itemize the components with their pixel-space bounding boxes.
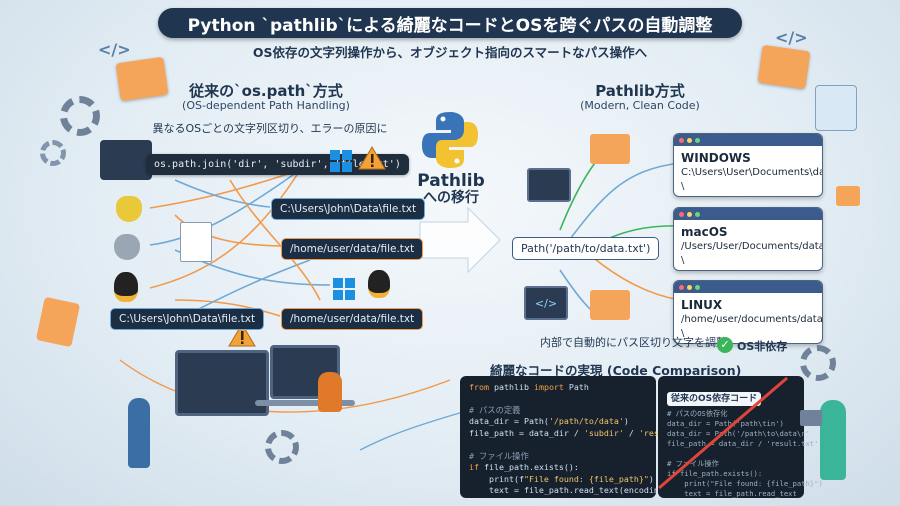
windows-logo-icon [330,150,352,172]
os-path-windows-tail: \ [681,180,685,192]
person-standing [128,398,150,468]
path-windows-2: C:\Users\John\Data\file.txt [110,308,265,330]
folder-icon-small-right [836,186,860,206]
code-token: from [469,382,494,392]
pathlib-migration-label: Pathlib への移行 [405,172,497,206]
left-subheading: (OS-dependent Path Handling) [182,99,350,112]
code-token: file_path.exists(): [484,462,579,473]
folder-icon-right-2 [590,290,630,320]
tablet-icon [800,410,822,426]
macos-logo-icon [116,196,142,222]
code-token: ) [648,473,654,484]
os-name-macos: macOS [681,225,728,239]
macos-window: macOS /Users/User/Documents/data.txt \ [673,207,823,271]
pathlib-label-line1: Pathlib [417,171,485,191]
pathlib-code-block: from pathlib import Path # パスの定義 data_di… [460,376,709,498]
code-token: file_path = data_dir / [469,427,584,438]
code-token: / [623,427,639,438]
code-token: "File found: {file_path}" [523,473,649,484]
file-document-icon [180,222,212,262]
title-banner: Python `pathlib`による綺麗なコードとOSを跨ぐパスの自動調整 [158,8,742,38]
linux-tux-icon-2 [368,270,390,298]
warning-icon [358,146,386,170]
warning-icon-2 [228,323,256,347]
desk [255,400,355,406]
subtitle: OS依存の文字列操作から、オブジェクト指向のスマートなパス操作へ [252,45,648,60]
code-window-icon-right: </> [524,286,568,320]
linux-window: LINUX /home/user/documents/data.txt \ [673,280,823,344]
path-windows-1: C:\Users\John\Data\file.txt [271,198,426,220]
left-heading: 従来の`os.path`方式 [189,82,343,100]
os-name-linux: LINUX [681,298,723,312]
apple-logo-icon [114,234,140,260]
code-token: ) [623,416,629,427]
os-path-linux-tail: \ [681,327,685,339]
os-path-windows: C:\Users\User\Documents\data.txt [681,167,822,179]
folder-icon-top-right [757,44,811,90]
code-token: # パスの定義 [469,404,521,415]
python-logo-icon [422,112,478,168]
monitor-icon [175,350,269,416]
path-constructor-code: Path('/path/to/data.txt') [512,237,660,260]
right-subheading: (Modern, Clean Code) [580,99,700,112]
path-unix-1: /home/user/data/file.txt [281,238,424,260]
right-heading: Pathlib方式 [595,82,685,100]
os-independent-label: OS非依存 [737,340,788,353]
code-token: '/path/to/data' [548,416,624,427]
code-token: if [469,462,484,473]
person-sitting [318,372,342,412]
code-token: text = file_path.read_text(encoding= [469,484,669,495]
os-name-windows: WINDOWS [681,151,751,165]
gear-icon-bottom [265,430,299,464]
code-token: pathlib [493,382,534,392]
windows-os-window: WINDOWS C:\Users\User\Documents\data.txt… [673,133,823,197]
check-icon: ✓ [717,337,733,353]
gear-icon [60,96,100,136]
code-token: # ファイル操作 [469,450,529,461]
code-token: print(f [469,473,524,484]
code-token: data_dir = Path( [469,416,549,427]
folder-icon-right [590,134,630,164]
person-with-tablet [820,400,846,480]
pathlib-label-line2: への移行 [423,189,479,206]
auto-separator-note: 内部で自動的にパス区切り文字を調整 [540,336,727,349]
code-card-icon [815,85,857,131]
path-unix-2: /home/user/data/file.txt [281,308,424,330]
computer-icon [527,168,571,202]
folder-icon [115,56,169,102]
os-path-macos: /Users/User/Documents/data.txt [681,241,823,253]
left-note: 異なるOSごとの文字列区切り、エラーの原因に [152,122,388,135]
code-tag-icon-right: </> [775,28,808,47]
code-window-icon [100,140,152,180]
os-path-linux: /home/user/documents/data.txt [681,314,823,326]
code-token: import [533,382,569,392]
code-token: 'subdir' [583,427,624,438]
gear-icon-right [800,345,836,381]
linux-tux-icon [114,272,138,302]
legacy-code-block: 従来のOS依存コード # パスのOS依存化 data_dir = Path('p… [658,376,823,498]
code-tag-icon: </> [98,40,131,59]
strike-through-mark [658,376,788,490]
legacy-code-text: # パスのOS依存化 data_dir = Path('path\tin') d… [667,409,823,498]
windows-logo-icon-2 [333,278,355,300]
comparison-heading: 綺麗なコードの実現 (Code Comparison) [490,363,742,378]
code-token: Path [568,382,589,392]
legacy-code-label: 従来のOS依存コード [667,391,762,407]
os-path-macos-tail: \ [681,254,685,266]
gear-icon-small [40,140,66,166]
